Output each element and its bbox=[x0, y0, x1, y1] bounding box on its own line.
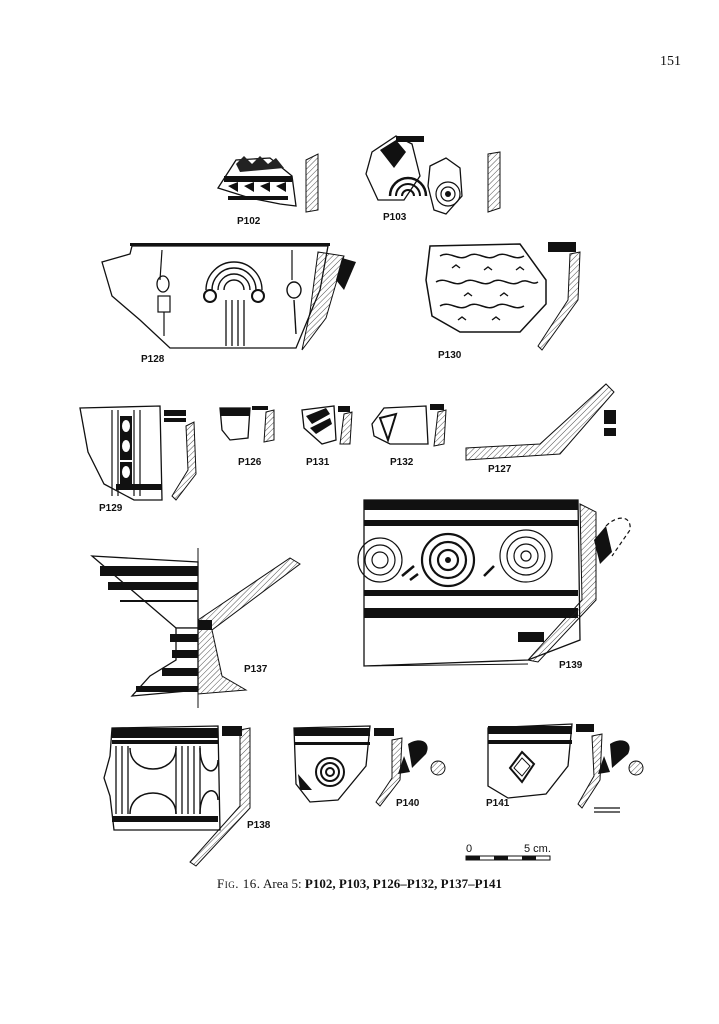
caption-prefix: Fig. 16. bbox=[216, 876, 261, 891]
scale-start: 0 bbox=[466, 843, 472, 855]
scale-end: 5 cm. bbox=[524, 843, 551, 855]
sherd-p129: P129 bbox=[79, 405, 197, 514]
label-p131: P131 bbox=[306, 457, 330, 468]
label-p126: P126 bbox=[238, 457, 262, 468]
label-p128: P128 bbox=[141, 354, 165, 365]
label-p102: P102 bbox=[237, 216, 261, 227]
label-p132: P132 bbox=[390, 457, 414, 468]
label-p138: P138 bbox=[247, 820, 271, 831]
caption-area: Area 5: bbox=[263, 876, 302, 891]
sherd-p127: P127 bbox=[465, 383, 616, 475]
label-p141: P141 bbox=[486, 798, 510, 809]
sherd-p140: P140 bbox=[293, 725, 446, 809]
label-p130: P130 bbox=[438, 350, 462, 361]
label-p139: P139 bbox=[559, 660, 583, 671]
label-p140: P140 bbox=[396, 798, 420, 809]
figure-caption: Fig. 16. Area 5: P102, P103, P126–P132, … bbox=[0, 876, 719, 892]
scale-bar: 0 5 cm. bbox=[465, 843, 551, 861]
vessel-p128: P128 bbox=[101, 243, 356, 365]
caption-refs: P102, P103, P126–P132, P137–P141 bbox=[304, 876, 503, 891]
label-p127: P127 bbox=[488, 464, 512, 475]
sherd-p126: P126 bbox=[219, 406, 275, 468]
sherd-p132: P132 bbox=[371, 404, 447, 468]
vessel-p137: P137 bbox=[90, 548, 301, 708]
sherd-p138: P138 bbox=[103, 725, 271, 867]
vessel-p139: P139 bbox=[357, 499, 631, 671]
sherd-p102: P102 bbox=[216, 153, 319, 227]
label-p137: P137 bbox=[244, 664, 268, 675]
label-p129: P129 bbox=[99, 503, 123, 514]
label-p103: P103 bbox=[383, 212, 407, 223]
sherd-p130: P130 bbox=[425, 242, 581, 361]
sherd-p131: P131 bbox=[301, 405, 353, 468]
sherd-p103: P103 bbox=[365, 135, 501, 223]
page-number: 151 bbox=[660, 54, 681, 69]
sherd-p141: P141 bbox=[486, 723, 644, 813]
